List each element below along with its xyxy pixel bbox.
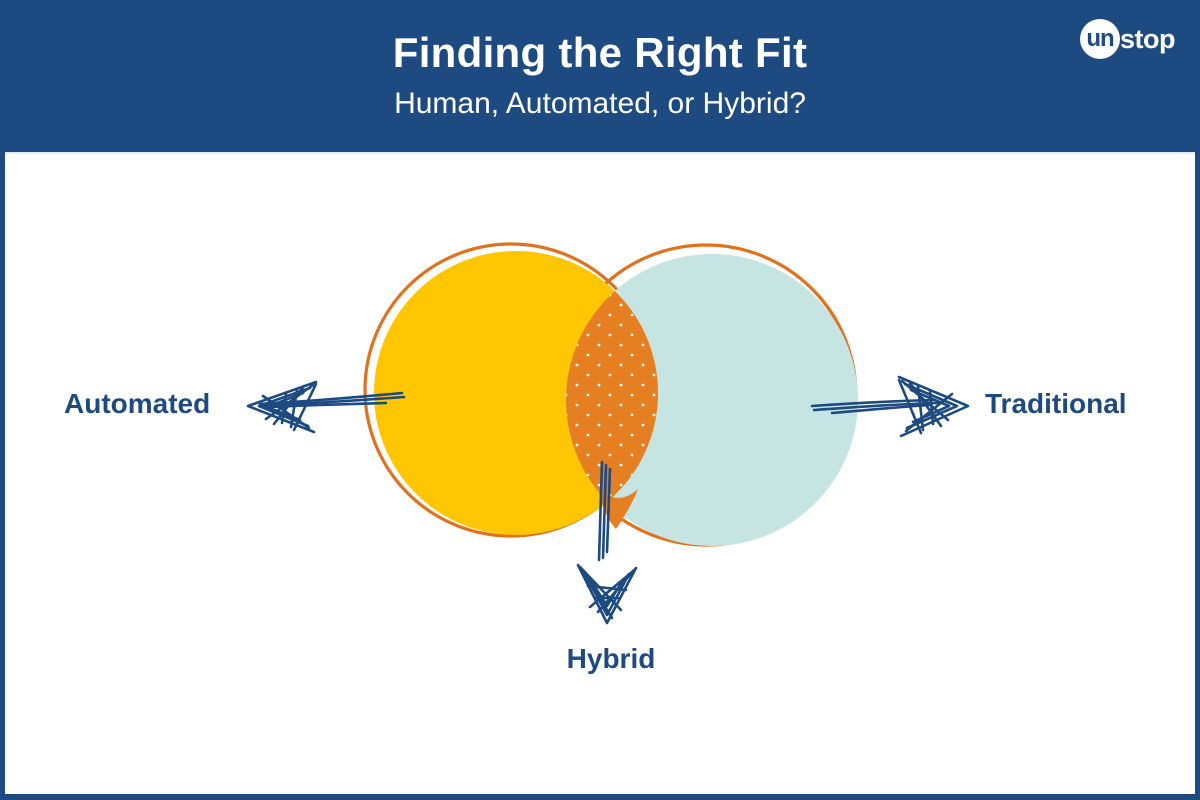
label-hybrid: Hybrid: [566, 643, 656, 674]
logo-text: stop: [1120, 23, 1176, 54]
label-traditional: Traditional: [985, 388, 1127, 419]
unstop-logo: un stop: [1080, 19, 1176, 59]
down-arrow-icon: [576, 460, 638, 625]
page-title: Finding the Right Fit: [392, 29, 808, 76]
label-automated: Automated: [64, 388, 211, 419]
page-subtitle: Human, Automated, or Hybrid?: [394, 87, 806, 120]
left-arrow-icon: [246, 380, 406, 434]
header: Finding the Right Fit Human, Automated, …: [0, 0, 1200, 152]
right-arrow-icon: [810, 375, 970, 438]
logo-circle-icon: un: [1080, 19, 1120, 59]
